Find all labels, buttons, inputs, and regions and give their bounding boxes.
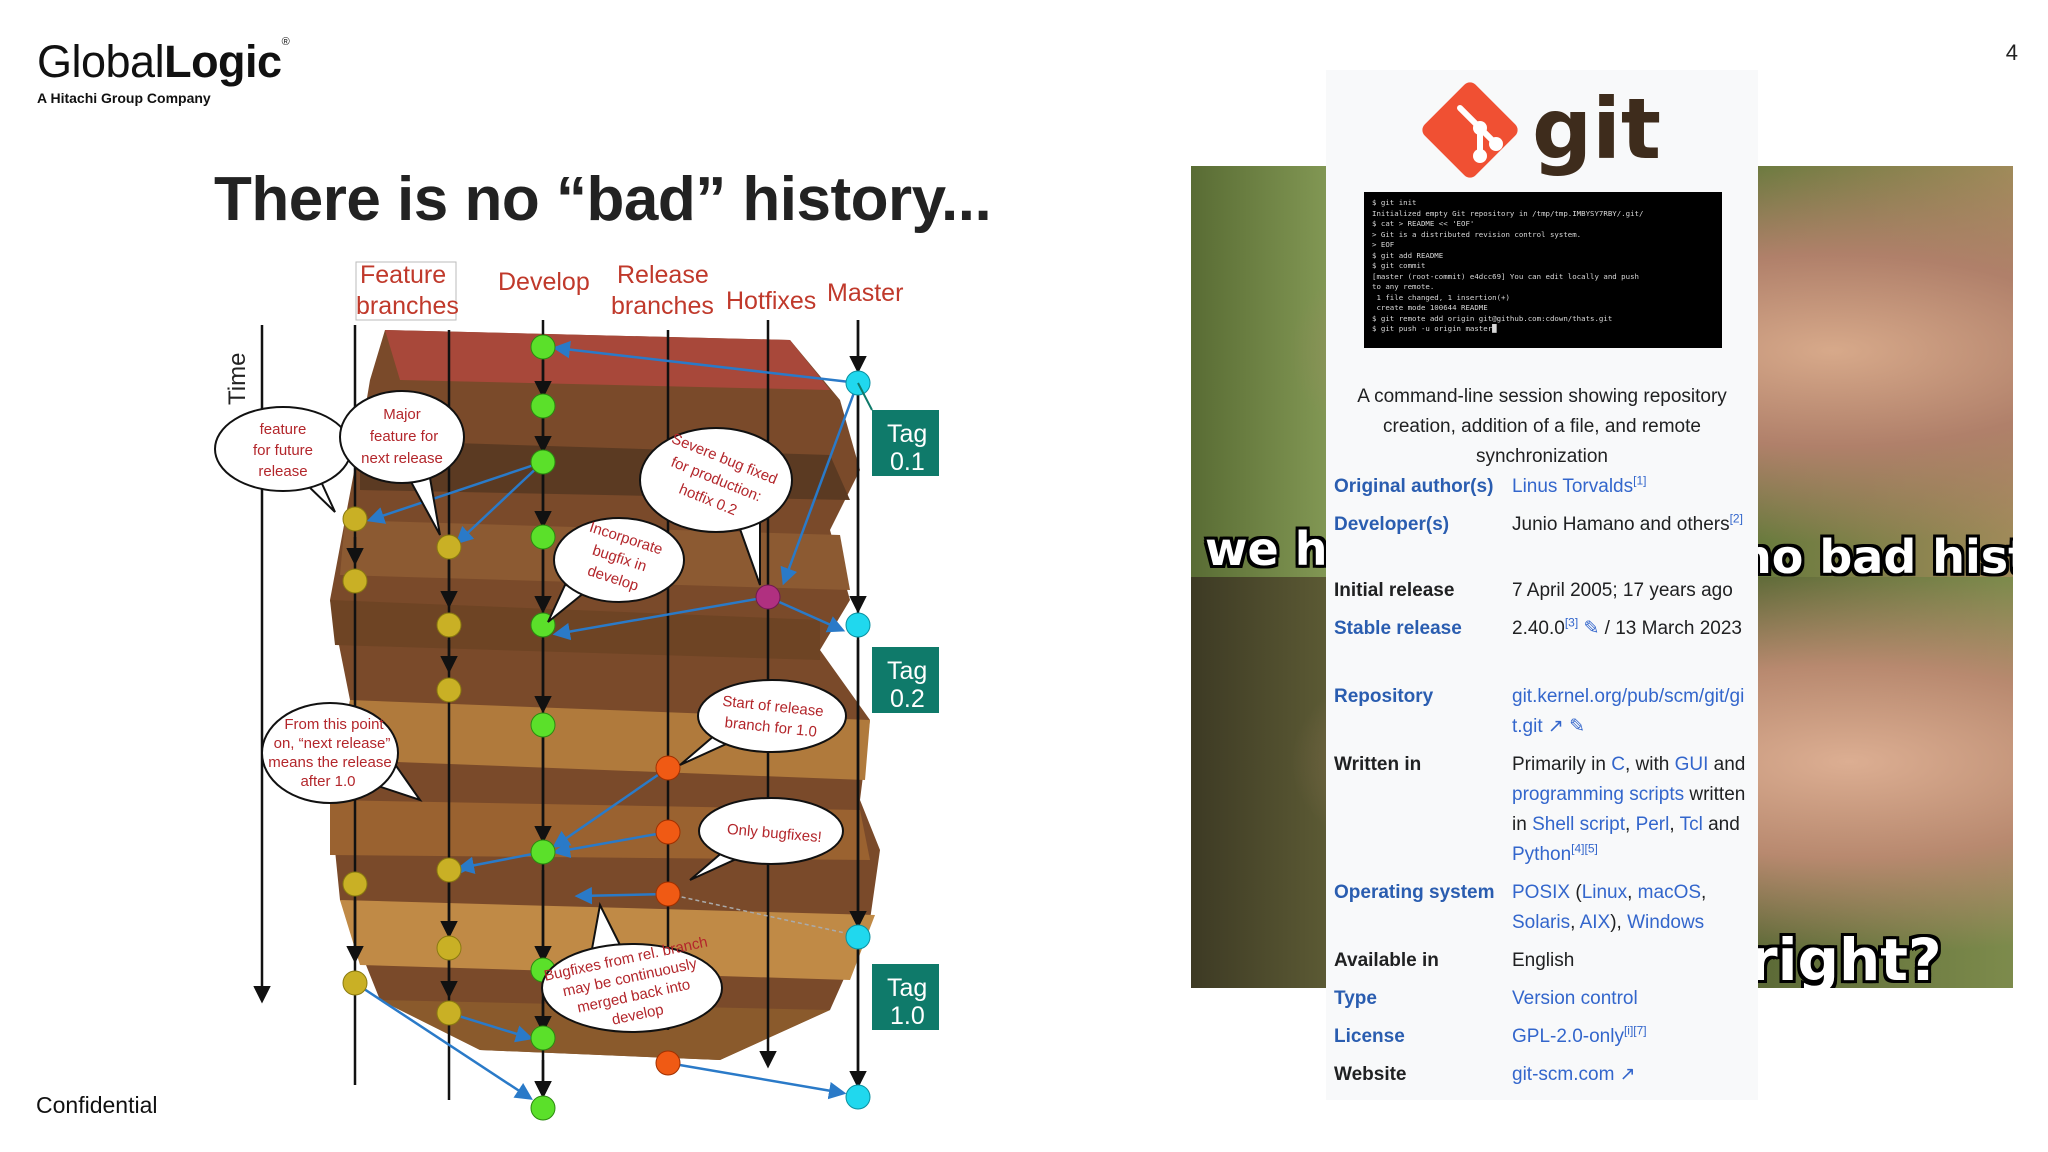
- label-stable-release[interactable]: Stable release: [1334, 614, 1509, 644]
- tag-0-1: Tag 0.1: [858, 383, 939, 476]
- label-written-in: Written in: [1334, 750, 1509, 780]
- label-release-branches-2: branches: [611, 292, 714, 320]
- edit-pencil-icon[interactable]: ✎: [1583, 618, 1599, 639]
- svg-text:0.2: 0.2: [890, 685, 925, 713]
- tag-0-2: Tag 0.2: [872, 647, 939, 713]
- page-number: 4: [2006, 40, 2018, 66]
- svg-text:Tag: Tag: [887, 657, 927, 685]
- label-operating-system[interactable]: Operating system: [1334, 878, 1509, 908]
- label-release-branches-1: Release: [617, 261, 709, 289]
- external-link-icon: ↗: [1614, 1064, 1635, 1085]
- tag-1-0: Tag 1.0: [872, 964, 939, 1030]
- link-windows[interactable]: Windows: [1627, 912, 1704, 933]
- git-logo: git: [1420, 80, 1680, 180]
- svg-text:feature for: feature for: [370, 428, 438, 445]
- label-repository[interactable]: Repository: [1334, 682, 1509, 712]
- link-shell-script[interactable]: Shell script: [1532, 814, 1625, 835]
- svg-text:means the release: means the release: [268, 754, 391, 771]
- svg-text:0.1: 0.1: [890, 448, 925, 476]
- svg-text:Major: Major: [383, 406, 421, 423]
- link-linux[interactable]: Linux: [1582, 882, 1627, 903]
- svg-text:after 1.0: after 1.0: [300, 773, 355, 790]
- link-gui[interactable]: GUI: [1675, 754, 1709, 775]
- confidential-footer: Confidential: [36, 1092, 157, 1119]
- meme-caption-right: no bad history!: [1739, 530, 2013, 584]
- svg-text:feature: feature: [260, 421, 307, 438]
- bubble-feature-future: feature for future release: [215, 407, 351, 512]
- label-master: Master: [827, 279, 903, 307]
- svg-text:next release: next release: [361, 450, 443, 467]
- link-website[interactable]: git-scm.com: [1512, 1064, 1614, 1085]
- label-developer[interactable]: Developer(s): [1334, 510, 1509, 540]
- svg-text:From this point: From this point: [284, 716, 384, 733]
- label-initial-release: Initial release: [1334, 576, 1509, 606]
- link-programming-scripts[interactable]: programming scripts: [1512, 784, 1684, 805]
- label-original-author[interactable]: Original author(s): [1334, 472, 1509, 502]
- link-linus-torvalds[interactable]: Linus Torvalds: [1512, 476, 1633, 497]
- link-posix[interactable]: POSIX: [1512, 882, 1570, 903]
- link-license[interactable]: GPL-2.0-only: [1512, 1026, 1624, 1047]
- svg-text:1.0: 1.0: [890, 1002, 925, 1030]
- time-axis-label: Time: [224, 353, 251, 405]
- label-feature-branches-1: Feature: [360, 261, 446, 289]
- edit-pencil-icon[interactable]: ✎: [1569, 716, 1585, 737]
- logo-wordmark: GlobalLogic®: [37, 36, 289, 88]
- link-repository[interactable]: git.kernel.org/pub/scm/git/git.git: [1512, 686, 1744, 737]
- company-logo: GlobalLogic® A Hitachi Group Company: [37, 36, 289, 106]
- slide-title: There is no “bad” history...: [214, 164, 991, 235]
- label-available-in: Available in: [1334, 946, 1509, 976]
- svg-text:for future: for future: [253, 442, 313, 459]
- label-develop: Develop: [498, 268, 590, 296]
- label-feature-branches-2: branches: [356, 292, 459, 320]
- link-aix[interactable]: AIX: [1580, 912, 1611, 933]
- link-tcl[interactable]: Tcl: [1680, 814, 1703, 835]
- label-type[interactable]: Type: [1334, 984, 1509, 1014]
- git-flow-diagram: Feature branches Develop Release branche…: [210, 255, 950, 1125]
- label-license[interactable]: License: [1334, 1022, 1509, 1052]
- svg-text:Tag: Tag: [887, 974, 927, 1002]
- link-macos[interactable]: macOS: [1638, 882, 1701, 903]
- external-link-icon: ↗: [1548, 716, 1564, 737]
- link-c[interactable]: C: [1611, 754, 1625, 775]
- link-solaris[interactable]: Solaris: [1512, 912, 1570, 933]
- svg-text:Tag: Tag: [887, 420, 927, 448]
- logo-subtitle: A Hitachi Group Company: [37, 90, 289, 106]
- link-perl[interactable]: Perl: [1636, 814, 1670, 835]
- svg-text:git: git: [1532, 80, 1661, 178]
- image-caption: A command-line session showing repositor…: [1336, 382, 1748, 472]
- label-website: Website: [1334, 1060, 1509, 1090]
- meme-caption-bottom: right?: [1749, 926, 1942, 988]
- link-version-control[interactable]: Version control: [1512, 988, 1638, 1009]
- label-hotfixes: Hotfixes: [726, 287, 816, 315]
- svg-text:release: release: [258, 463, 307, 480]
- link-python[interactable]: Python: [1512, 844, 1571, 865]
- svg-text:on, “next release”: on, “next release”: [274, 735, 391, 752]
